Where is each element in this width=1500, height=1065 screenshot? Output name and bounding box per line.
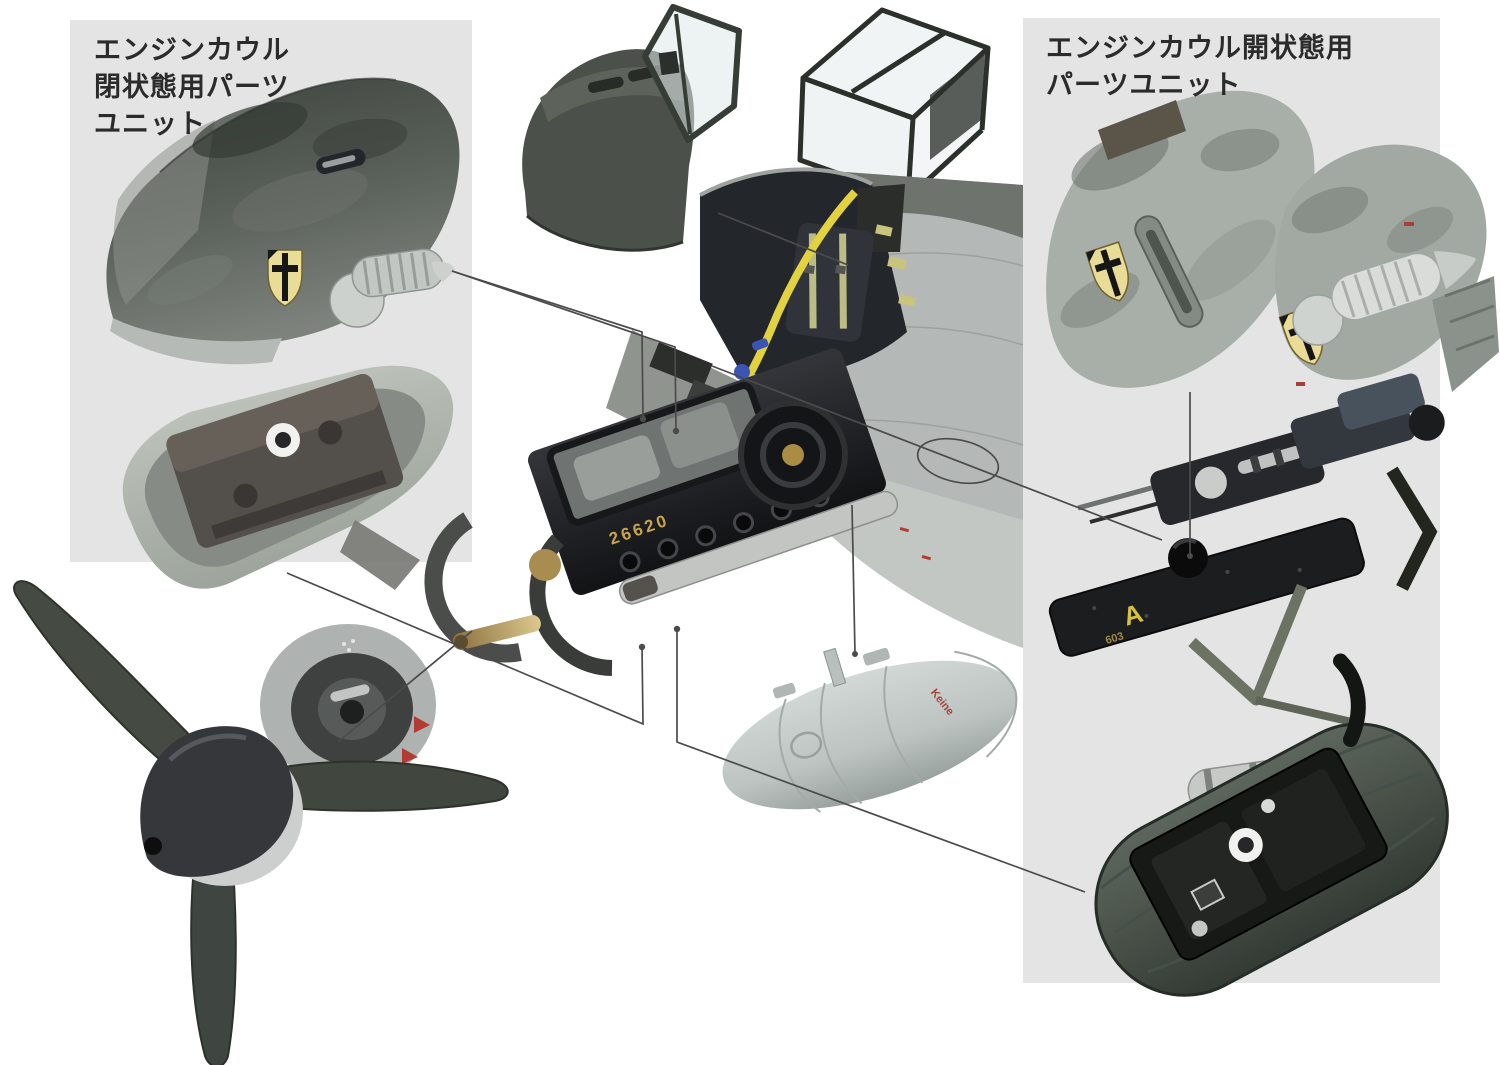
open-lower-cowl-part (1094, 653, 1449, 997)
closed-cowl-lower-part (122, 365, 454, 590)
windscreen-frame (642, 4, 742, 143)
open-cowl-right-half (1275, 144, 1499, 392)
propeller-blade (13, 580, 230, 797)
open-cowl-supercharger-tube (1292, 251, 1476, 346)
mount-number-text: 603 (1104, 630, 1125, 647)
engine-block-insert (166, 374, 404, 548)
closed-cowl-unit-label: エンジンカウル閉状態用パーツユニット (94, 32, 290, 143)
lower-cowl-grommet (266, 423, 300, 457)
cowl-nose-ring-part (260, 624, 436, 786)
exhaust-shroud (618, 490, 899, 605)
cockpit (699, 167, 916, 439)
propeller-blade (190, 828, 237, 1065)
open-cowl-left-half (1046, 90, 1315, 388)
open-cowl-unit-label: エンジンカウル開状態用パーツユニット (1046, 30, 1354, 104)
red-triangle-decal (414, 716, 430, 733)
fuselage-assembly: 26620 (424, 167, 1024, 676)
drop-tank-part: Keine (722, 647, 1018, 813)
open-cowl-label-line2: パーツユニット (1046, 70, 1242, 100)
open-canopy-part (797, 7, 991, 201)
windscreen-spine-part (522, 4, 742, 252)
supercharger-intake (329, 248, 455, 328)
propeller-spinner-part (13, 580, 509, 1065)
leader-lines (286, 212, 1193, 893)
closed-cowl-upper-part (106, 77, 460, 365)
closed-cowl-label-line2: 閉状態用パーツ (94, 72, 290, 102)
closed-cowl-label-line3: ユニット (94, 109, 206, 139)
mg-trough (316, 148, 366, 175)
closed-cowl-label-line1: エンジンカウル (94, 35, 290, 65)
open-cowl-label-line1: エンジンカウル開状態用 (1046, 33, 1354, 63)
engine-bearer-arc (424, 512, 522, 663)
